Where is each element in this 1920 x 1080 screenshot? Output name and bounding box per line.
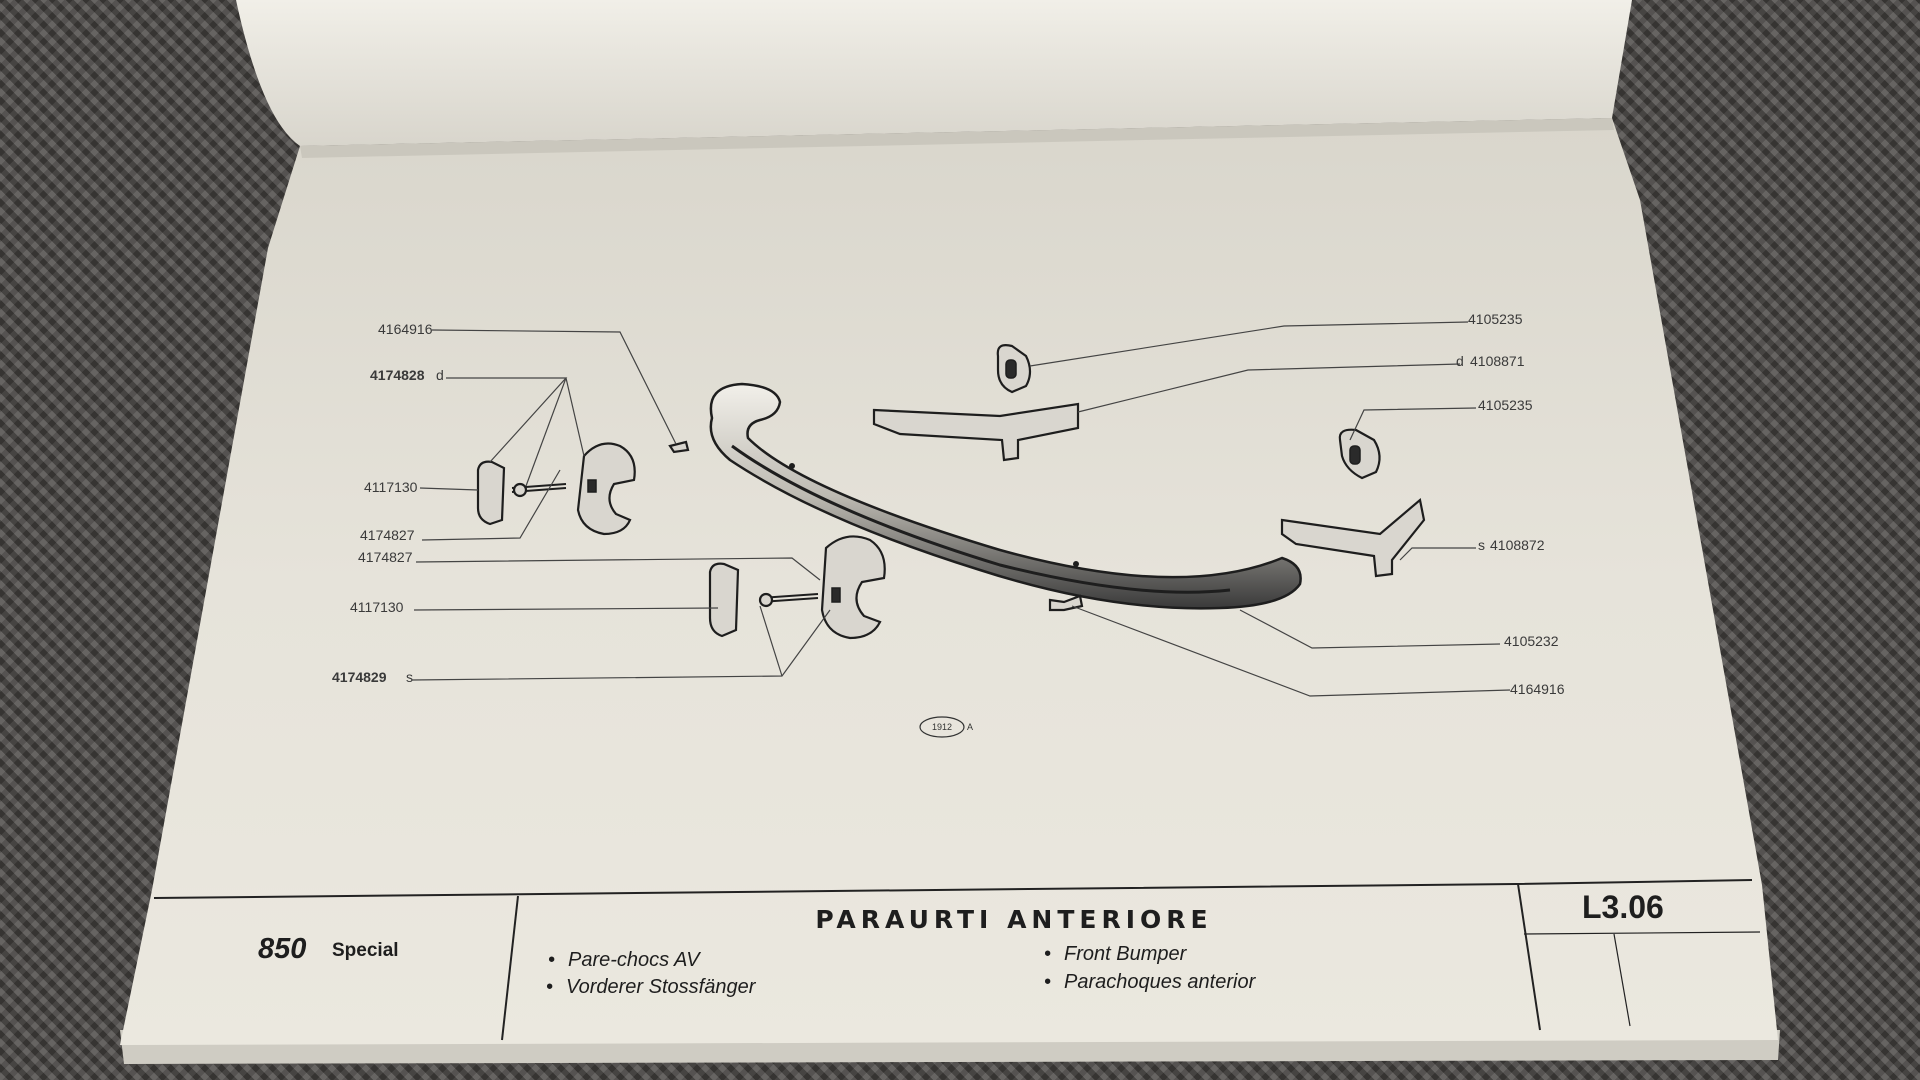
part-labels: 4164916 4174828 d 4117130 4174827 417482…	[332, 311, 1565, 697]
bullet: •	[546, 976, 553, 998]
footer-divider-left	[501, 895, 519, 1041]
page-code: L3.06	[1582, 889, 1664, 925]
bumper-bar-highlight	[731, 444, 1231, 594]
part-number-label: 4117130	[350, 599, 404, 615]
screw-top	[668, 440, 690, 454]
part-number-label: 4164916	[378, 321, 433, 337]
part-number-label: 4108871	[1470, 353, 1525, 369]
bumper-bar	[709, 382, 1302, 610]
bracket-right	[1280, 497, 1426, 578]
page-gutter-shadow	[300, 118, 1614, 158]
bolt-left-upper-head	[512, 482, 528, 498]
bullet: •	[1044, 971, 1051, 993]
figure-ref-number: 1912	[932, 722, 952, 732]
bumper-hole	[789, 463, 795, 469]
parts-illustration	[476, 344, 1426, 640]
figure-reference: 1912 A	[919, 716, 973, 738]
footer-table: 850 Special PARAURTI ANTERIORE • Pare-ch…	[153, 879, 1761, 1041]
bracket-top	[872, 402, 1080, 462]
figure-ref-suffix: A	[967, 722, 973, 732]
part-number-label: 4105235	[1478, 397, 1533, 413]
main-page	[120, 118, 1778, 1045]
marker-s: s	[1478, 537, 1485, 553]
guard-left-upper	[576, 442, 636, 536]
footer-code-rule	[1523, 931, 1761, 935]
footer-divider-right	[1517, 883, 1541, 1031]
part-number-label: 4174827	[360, 527, 415, 543]
guard-left-lower	[820, 535, 886, 640]
book	[120, 0, 1780, 1064]
footer-code-divider	[1613, 933, 1631, 1027]
guard-left-lower-slot	[831, 587, 841, 603]
part-number-label: 4105235	[1468, 311, 1523, 327]
marker-s: s	[406, 669, 413, 685]
footer-top-rule	[153, 879, 1753, 899]
rubber-pad-right-slot	[1349, 445, 1361, 465]
part-number-label: 4174828	[370, 367, 425, 383]
part-number-label: 4117130	[364, 479, 418, 495]
bolt-left-lower-head	[758, 592, 774, 608]
guard-left-upper-slot	[587, 479, 597, 493]
figure-ref-oval	[919, 716, 965, 738]
bullet: •	[1044, 943, 1051, 965]
part-number-label: 4174829	[332, 669, 387, 685]
translation-de: Vorderer Stossfänger	[566, 976, 757, 998]
bullet: •	[548, 949, 555, 971]
model-name: Special	[332, 940, 399, 961]
page-title: PARAURTI ANTERIORE	[815, 905, 1212, 934]
marker-d: d	[1456, 353, 1464, 369]
model-number: 850	[258, 933, 306, 965]
marker-d: d	[436, 367, 444, 383]
part-number-label: 4164916	[1510, 681, 1565, 697]
rubber-pad-top-slot	[1005, 359, 1017, 379]
leader-lines	[411, 321, 1511, 697]
upper-page	[236, 0, 1632, 146]
translation-es: Parachoques anterior	[1064, 971, 1257, 993]
bumper-hole	[1073, 561, 1079, 567]
cover-left-lower	[708, 562, 740, 638]
cover-left-upper	[476, 460, 506, 526]
part-number-label: 4108872	[1490, 537, 1545, 553]
translation-en: Front Bumper	[1064, 943, 1188, 965]
translation-fr: Pare-chocs AV	[568, 949, 701, 971]
part-number-label: 4174827	[358, 549, 413, 565]
part-number-label: 4105232	[1504, 633, 1559, 649]
